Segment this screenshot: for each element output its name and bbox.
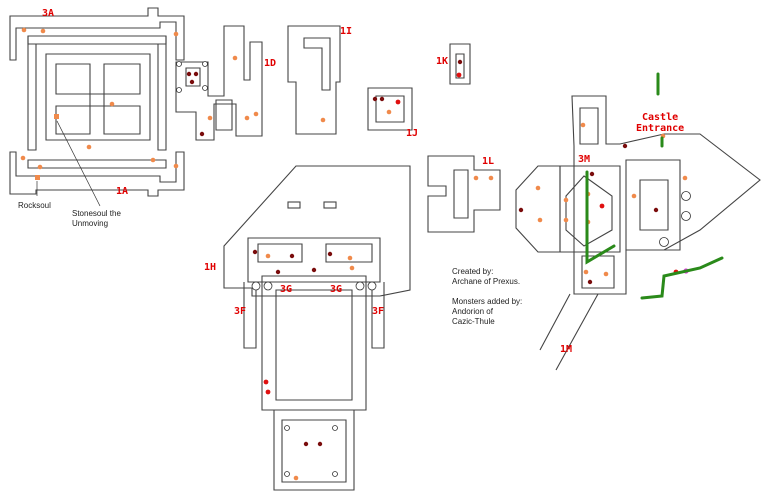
area-3m-castle (515, 72, 761, 371)
area-1j (367, 87, 413, 131)
label-1j: 1J (406, 128, 418, 139)
label-3m: 3M (578, 154, 590, 165)
label-castle-line2: Entrance (636, 123, 684, 134)
label-1a: 1A (116, 186, 128, 197)
label-1k: 1K (436, 56, 448, 67)
annotation-stonesoul-line2: Unmoving (72, 219, 108, 228)
area-1l (427, 155, 501, 233)
annotation-stonesoul-line1: Stonesoul the (72, 209, 121, 218)
credit-monsters-by: Monsters added by: (452, 297, 522, 306)
label-3f-right: 3F (372, 306, 384, 317)
area-1i (287, 25, 341, 135)
area-1k (449, 43, 471, 85)
credit-created-by: Created by: (452, 267, 493, 276)
credits: Created by: Archane of Prexus. Monsters … (452, 267, 522, 326)
label-1h: 1H (204, 262, 216, 273)
credit-monster-author-line2: Cazic-Thule (452, 317, 495, 326)
credit-monster-author-line1: Andorion of (452, 307, 494, 316)
annotations: Rocksoul Stonesoul the Unmoving (18, 201, 121, 228)
label-3a: 3A (42, 8, 54, 19)
label-1l: 1L (482, 156, 494, 167)
label-3f-left: 3F (234, 306, 246, 317)
label-3g-right: 3G (330, 284, 342, 295)
label-3g-left: 3G (280, 284, 292, 295)
credit-author: Archane of Prexus. (452, 277, 520, 286)
annotation-rocksoul: Rocksoul (18, 201, 51, 210)
label-castle-line1: Castle (642, 112, 678, 123)
label-1d: 1D (264, 58, 276, 69)
area-1h-3g-3f (223, 165, 411, 491)
area-3a (9, 7, 185, 207)
label-1m: 1M (560, 344, 572, 355)
area-1d (175, 25, 263, 141)
map-labels: 3A 1A 1D 1I 1J 1K 1L 1H 3G 3G 3F 3F 3M 1… (42, 8, 684, 355)
label-1i: 1I (340, 26, 352, 37)
